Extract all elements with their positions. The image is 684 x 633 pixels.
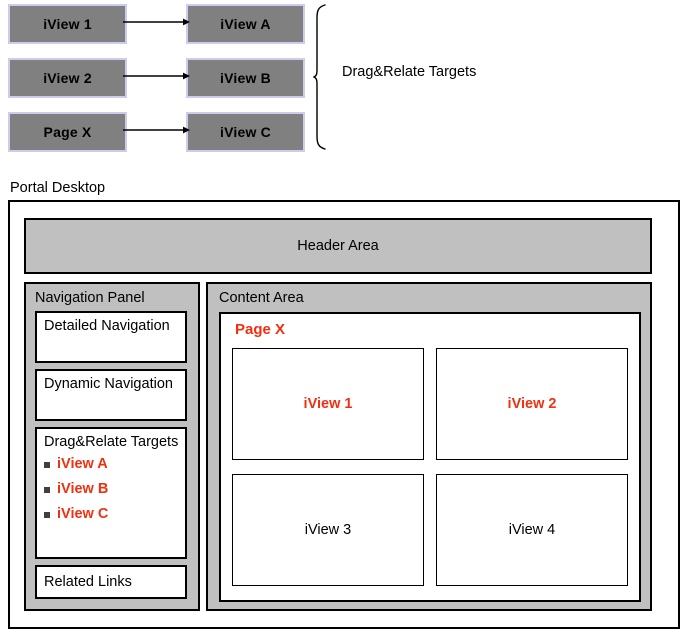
nav-card-related-links-label: Related Links: [44, 573, 132, 590]
drag-relate-target-item-c-label: iView C: [57, 506, 109, 522]
nav-card-related-links[interactable]: Related Links: [35, 565, 187, 599]
bullet-square-icon: [44, 511, 50, 518]
iview-tile-1-label: iView 1: [303, 396, 353, 412]
mapping-arrow-1-icon: [123, 17, 191, 27]
drag-relate-target-item-a[interactable]: iView A: [44, 452, 179, 477]
iview-tile-1[interactable]: iView 1: [232, 348, 424, 460]
navigation-panel: Navigation Panel Detailed Navigation Dyn…: [24, 282, 200, 611]
mapping-arrow-2-icon: [123, 71, 191, 81]
curly-brace-icon: [313, 4, 329, 150]
iview-tile-3-label: iView 3: [304, 522, 352, 538]
content-area-title: Content Area: [219, 290, 304, 306]
page-title: Page X: [235, 321, 286, 338]
header-area: Header Area: [24, 218, 652, 274]
nav-card-drag-relate-targets[interactable]: Drag&Relate Targets iView A iView B iVie…: [35, 427, 187, 559]
page-panel: Page X iView 1 iView 2 iView 3 iView 4: [219, 312, 641, 602]
portal-desktop-frame: Header Area Navigation Panel Detailed Na…: [8, 200, 680, 629]
nav-card-detailed-navigation[interactable]: Detailed Navigation: [35, 311, 187, 363]
mapping-target-box-2[interactable]: iView B: [186, 58, 305, 98]
header-area-label: Header Area: [297, 238, 379, 254]
drag-relate-target-item-c[interactable]: iView C: [44, 502, 179, 527]
mapping-target-box-3[interactable]: iView C: [186, 112, 305, 152]
nav-card-dynamic-navigation-label: Dynamic Navigation: [44, 376, 173, 392]
mapping-source-box-2[interactable]: iView 2: [8, 58, 127, 98]
iview-tile-4[interactable]: iView 4: [436, 474, 628, 586]
navigation-panel-title: Navigation Panel: [35, 290, 145, 306]
iview-tile-3[interactable]: iView 3: [232, 474, 424, 586]
iview-tile-2[interactable]: iView 2: [436, 348, 628, 460]
mapping-source-box-3[interactable]: Page X: [8, 112, 127, 152]
nav-card-drag-relate-targets-title: Drag&Relate Targets: [44, 434, 179, 450]
nav-card-dynamic-navigation[interactable]: Dynamic Navigation: [35, 369, 187, 421]
drag-relate-mapping-section: iView 1 iView 2 Page X iView A iView B i…: [0, 0, 684, 160]
drag-relate-target-item-b-label: iView B: [57, 481, 109, 497]
drag-relate-target-list: iView A iView B iView C: [44, 452, 179, 527]
drag-relate-target-item-a-label: iView A: [57, 456, 108, 472]
nav-card-detailed-navigation-label: Detailed Navigation: [44, 318, 170, 334]
bullet-square-icon: [44, 486, 50, 493]
drag-relate-target-item-b[interactable]: iView B: [44, 477, 179, 502]
iview-tile-4-label: iView 4: [508, 522, 556, 538]
mapping-source-box-1[interactable]: iView 1: [8, 4, 127, 44]
drag-relate-targets-caption: Drag&Relate Targets: [342, 64, 477, 80]
portal-desktop-caption: Portal Desktop: [10, 180, 106, 196]
content-area: Content Area Page X iView 1 iView 2 iVie…: [206, 282, 652, 611]
mapping-target-box-1[interactable]: iView A: [186, 4, 305, 44]
bullet-square-icon: [44, 461, 50, 468]
mapping-arrow-3-icon: [123, 125, 191, 135]
iview-tile-2-label: iView 2: [507, 396, 557, 412]
